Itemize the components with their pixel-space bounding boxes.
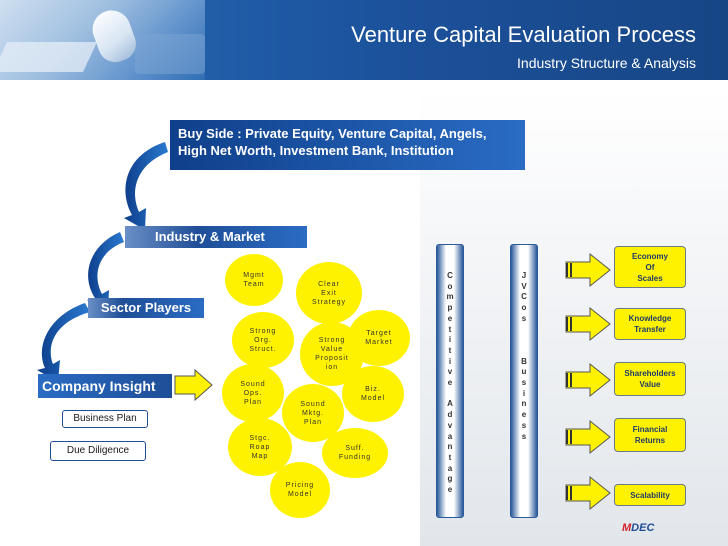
circle-funding: Suff. Funding [322, 428, 388, 478]
logo-text: DEC [631, 522, 654, 534]
circle-biz-model: Biz. Model [342, 366, 404, 422]
circle-label: Strong Value Proposit ion [315, 336, 349, 372]
circle-label: Clear Exit Strategy [312, 280, 346, 307]
logo-letter: M [622, 522, 631, 534]
buy-side-line2: High Net Worth, Investment Bank, Institu… [178, 142, 517, 159]
arrow-company-to-circles [175, 370, 212, 400]
jv-business-column: J V C o s B u s i n e s s [510, 244, 538, 518]
outcome-scalability: Scalability [614, 484, 686, 506]
buy-side-box: Buy Side : Private Equity, Venture Capit… [170, 120, 525, 170]
circle-label: Strong Org. Struct. [249, 327, 276, 354]
circle-label: Sound Ops. Plan [240, 380, 265, 407]
circle-mgmt-team: Mgmt Team [225, 254, 283, 306]
sector-players-box: Sector Players [88, 298, 204, 318]
industry-market-box: Industry & Market [125, 226, 307, 248]
competitive-advantage-column: C o m p e t i t i v e A d v a n t a g e [436, 244, 464, 518]
mdec-logo: MDEC [622, 522, 702, 540]
circle-label: Pricing Model [286, 481, 314, 499]
outcome-financial-returns: Financial Returns [614, 418, 686, 452]
curved-arrow-3 [37, 303, 90, 382]
business-plan-box: Business Plan [62, 410, 148, 428]
curved-arrow-1 [124, 142, 168, 230]
outcome-economy-of-scales: Economy Of Scales [614, 246, 686, 288]
buy-side-line1: Buy Side : Private Equity, Venture Capit… [178, 125, 517, 142]
circle-label: Target Market [365, 329, 392, 347]
circle-strong-org: Strong Org. Struct. [232, 312, 294, 368]
circle-label: Biz. Model [361, 385, 385, 403]
circle-pricing-model: Pricing Model [270, 462, 330, 518]
circle-clear-exit: Clear Exit Strategy [296, 262, 362, 324]
circle-label: Mgmt Team [243, 271, 265, 289]
outcome-shareholders-value: Shareholders Value [614, 362, 686, 396]
circle-target-market: Target Market [348, 310, 410, 366]
due-diligence-box: Due Diligence [50, 441, 146, 461]
circle-ops-plan: Sound Ops. Plan [222, 364, 284, 422]
company-insight-box: Company Insight [38, 374, 172, 398]
output-arrows [566, 254, 610, 509]
circle-label: Suff. Funding [339, 444, 371, 462]
circle-label: Stgc. Roap Map [250, 434, 271, 461]
outcome-knowledge-transfer: Knowledge Transfer [614, 308, 686, 340]
circle-label: Sound Mktg. Plan [300, 400, 325, 427]
